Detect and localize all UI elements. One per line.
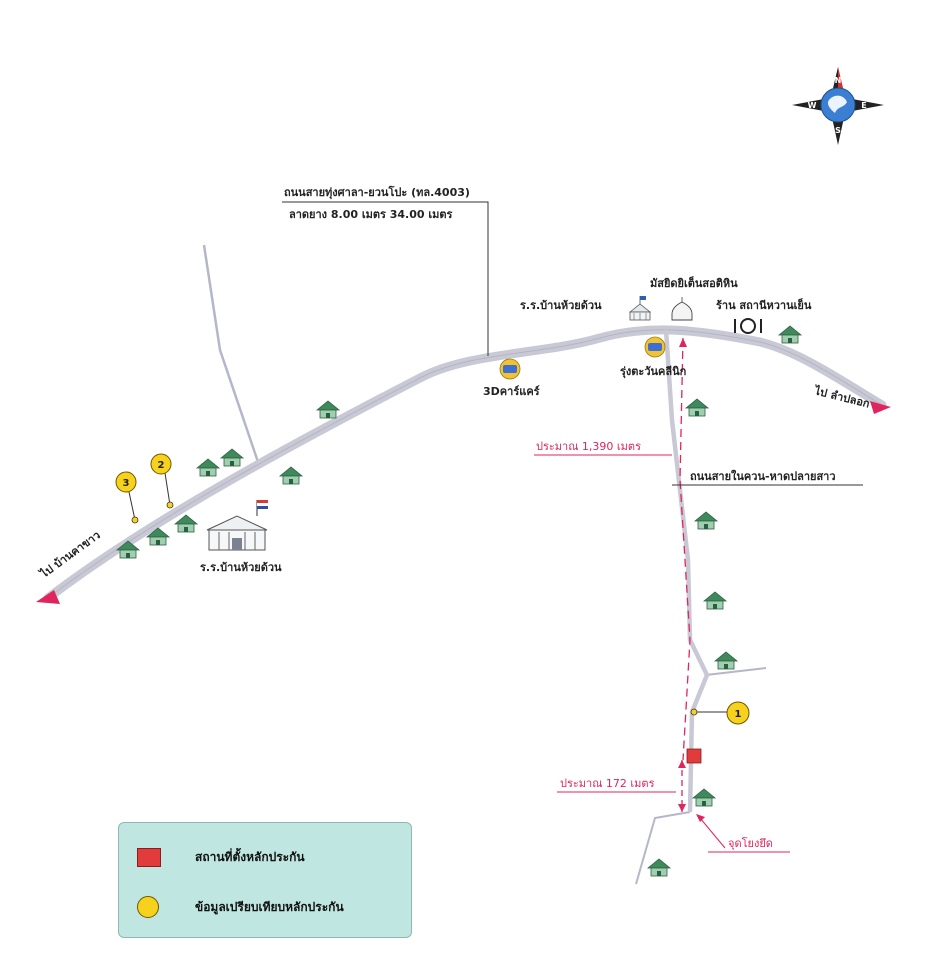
house-icon bbox=[196, 458, 220, 477]
east-spur-road bbox=[705, 667, 767, 676]
arrow-east-icon bbox=[870, 401, 891, 414]
house-icon bbox=[778, 325, 802, 344]
mosque-label: มัสยิดยิเต็นสอติหิน bbox=[650, 276, 738, 290]
legend-row-collateral: สถานที่ตั้งหลักประกัน bbox=[137, 848, 305, 867]
main-road bbox=[43, 325, 887, 603]
comparison-marker-2[interactable]: 2 bbox=[150, 453, 174, 509]
school-bottom-icon bbox=[206, 500, 268, 551]
arrow-west-icon bbox=[36, 590, 60, 604]
house-icon bbox=[647, 858, 671, 877]
distance-line-long bbox=[679, 337, 691, 761]
house-icon bbox=[316, 400, 340, 419]
comparison-marker-3[interactable]: 3 bbox=[115, 471, 139, 524]
school-top-icon bbox=[628, 296, 652, 321]
distance-short-label: ประมาณ 172 เมตร bbox=[560, 777, 655, 790]
marker-3-number: 3 bbox=[123, 478, 130, 489]
house-icon bbox=[703, 591, 727, 610]
compass-north-label: N bbox=[835, 76, 842, 85]
destination-east-label: ไป ลำปลอก bbox=[811, 383, 871, 411]
marker-2-number: 2 bbox=[158, 460, 165, 471]
compass-west-label: W bbox=[808, 101, 817, 110]
main-road-spec-label: ลาดยาง 8.00 เมตร 34.00 เมตร bbox=[289, 208, 453, 221]
legend: สถานที่ตั้งหลักประกัน ข้อมูลเปรียบเทียบห… bbox=[118, 822, 412, 938]
house-icon bbox=[685, 398, 709, 417]
comparison-circle-icon bbox=[137, 896, 159, 918]
south-branch-road bbox=[635, 811, 691, 885]
restaurant-label: ร้าน สถานีหวานเย็น bbox=[716, 298, 812, 312]
shop-3d-label: 3Dคาร์แคร์ bbox=[483, 385, 540, 398]
house-icon bbox=[694, 511, 718, 530]
distance-long-label: ประมาณ 1,390 เมตร bbox=[536, 440, 641, 453]
compass-rose-icon: N S W E bbox=[792, 67, 884, 145]
junction-label: จุดโยงยึด bbox=[728, 836, 773, 850]
school-top-label: ร.ร.บ้านห้วยด้วน bbox=[520, 299, 602, 312]
side-road-name-label: ถนนสายในควน-หาดปลายสาว bbox=[690, 469, 836, 483]
comparison-marker-1[interactable]: 1 bbox=[690, 701, 750, 725]
house-icon bbox=[279, 466, 303, 485]
legend-row-comparison: ข้อมูลเปรียบเทียบหลักประกัน bbox=[137, 896, 344, 918]
clinic-icon bbox=[644, 336, 666, 358]
house-icon bbox=[714, 651, 738, 670]
mosque-icon bbox=[671, 297, 693, 321]
compass-south-label: S bbox=[835, 126, 841, 135]
car-care-icon bbox=[499, 358, 521, 380]
school-bottom-label: ร.ร.บ้านห้วยด้วน bbox=[200, 561, 282, 574]
main-road-callout-line bbox=[282, 201, 489, 356]
compass-east-label: E bbox=[861, 101, 866, 110]
houses bbox=[116, 325, 802, 877]
house-icon bbox=[692, 788, 716, 807]
main-road-name-label: ถนนสายทุ่งศาลา-ยวนโปะ (ทล.4003) bbox=[284, 185, 470, 200]
restaurant-icon bbox=[734, 318, 762, 334]
north-branch-road bbox=[202, 244, 260, 463]
house-icon bbox=[220, 448, 244, 467]
legend-collateral-label: สถานที่ตั้งหลักประกัน bbox=[195, 850, 305, 864]
legend-comparison-label: ข้อมูลเปรียบเทียบหลักประกัน bbox=[195, 899, 344, 914]
marker-1-number: 1 bbox=[735, 709, 742, 720]
house-icon bbox=[174, 514, 198, 533]
junction-pointer bbox=[699, 817, 726, 849]
collateral-location-marker[interactable] bbox=[686, 748, 702, 764]
shop-rung-label: รุ่งตะวันคลีนิก bbox=[620, 365, 687, 379]
destination-west-label: ไป บ้านคาขาว bbox=[36, 528, 103, 582]
collateral-square-icon bbox=[137, 848, 161, 867]
